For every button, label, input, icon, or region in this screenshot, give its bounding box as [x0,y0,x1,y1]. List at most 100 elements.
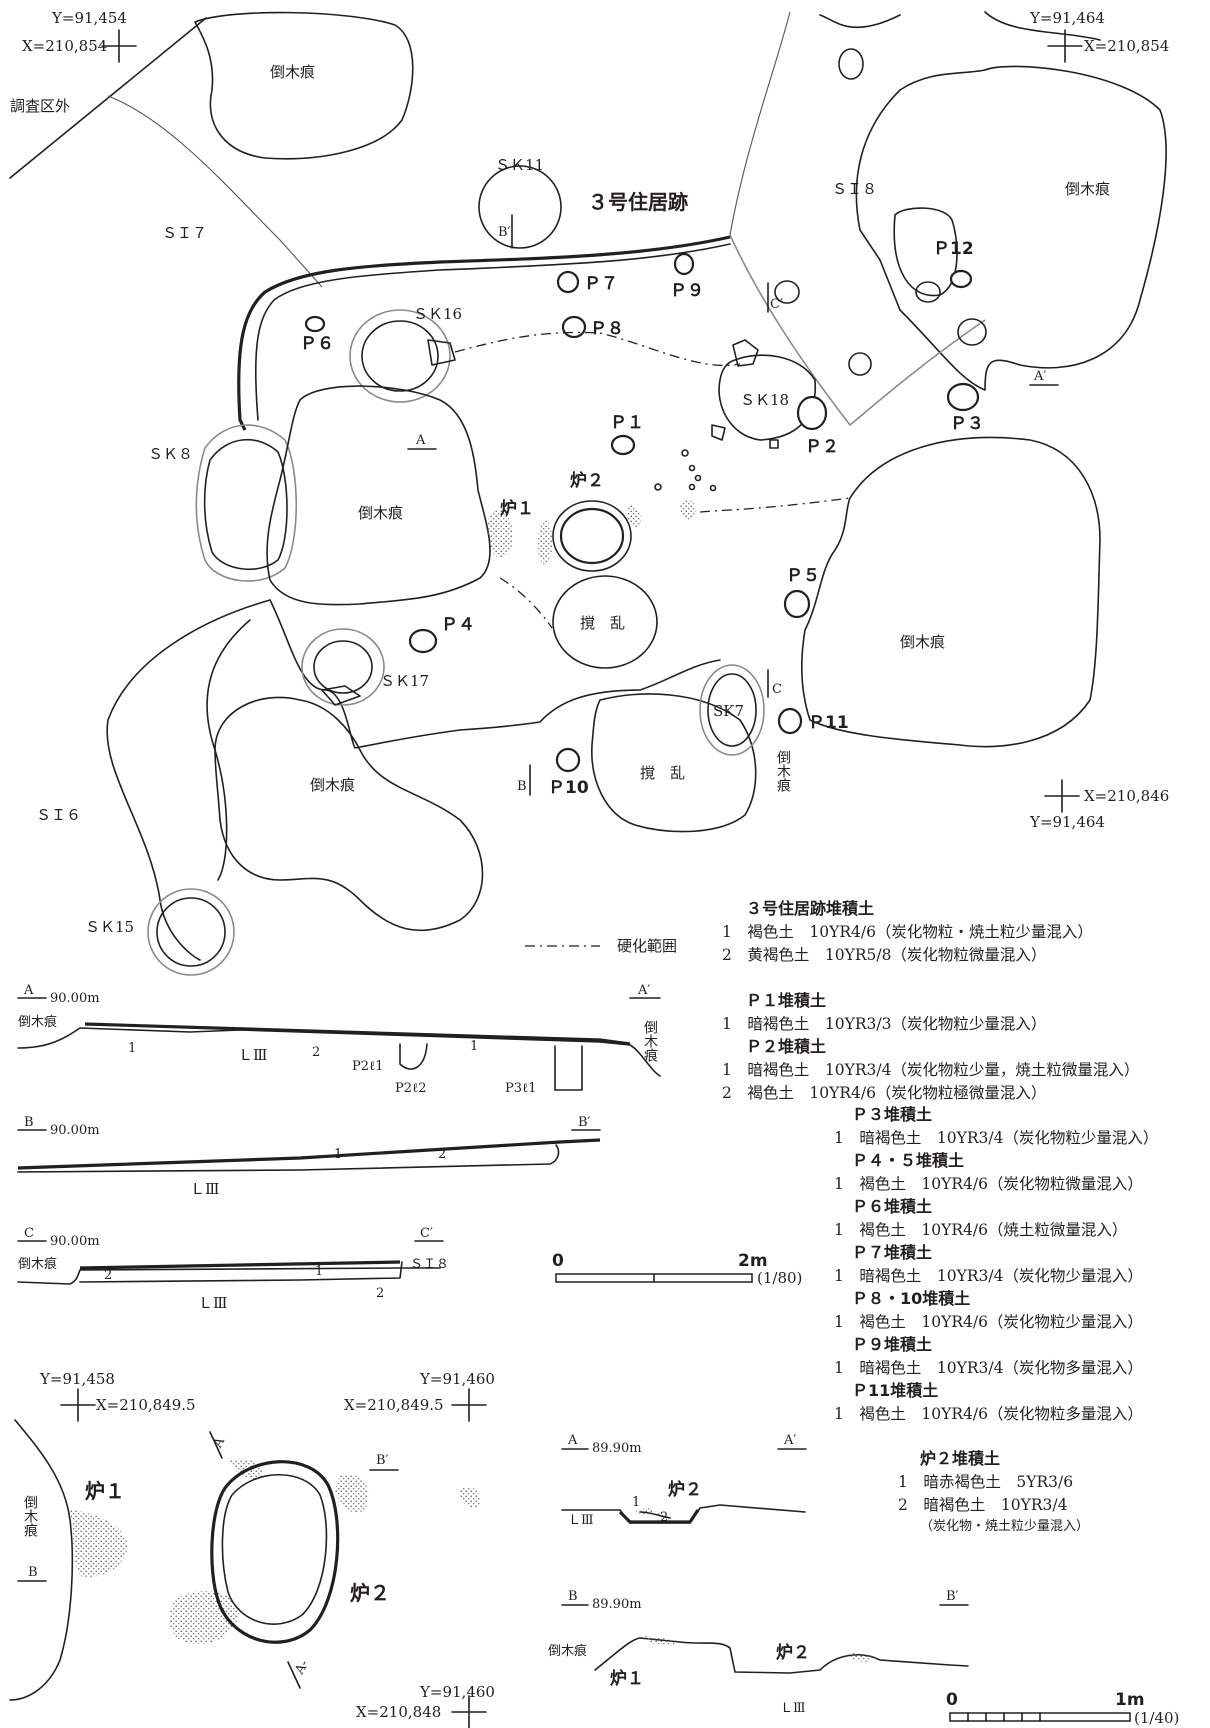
p7-pit [556,270,580,294]
hearth-sec-b-hearth1: 炉１ [610,1668,644,1689]
si8-pit-2 [774,280,800,304]
section-c-plan: C [772,682,782,697]
section-c-surface [79,1260,401,1270]
hearth-sec-b-hearth2: 炉２ [776,1642,810,1663]
section-a-right-label: 倒木痕 [642,1020,658,1062]
coord-br-x: X=210,846 [1084,787,1169,805]
sk8-label: ＳＫ８ [148,445,193,463]
section-b-base [17,1144,560,1173]
hearth-sec-a-hearth-label: 炉２ [668,1479,702,1500]
section-b-base-layer: ＬⅢ [190,1180,219,1198]
legend-hearth2-title: 炉２堆積土 [920,1449,1000,1468]
p6-pit [304,315,326,333]
legend-p45-item-1: 1 褐色土 10YR4/6（炭化物粒微量混入） [834,1175,1143,1193]
detail-burnt-far-right [460,1486,481,1508]
si7-label: ＳＩ７ [162,224,207,242]
detail-hearth2-inner [221,1474,328,1625]
hearth-sec-b-label: B [568,1589,578,1604]
legend-p11-title: Ｐ11堆積土 [852,1381,938,1400]
hearth-sec-a-base-layer: ＬⅢ [568,1513,594,1528]
si8-inner-boundary [729,234,986,427]
sk8-inner [203,439,288,571]
si8-tr-arc [984,11,1101,41]
detail-fallen-tree-label: 倒木痕 [22,1495,38,1537]
fallen-tree-trace-top [194,11,414,160]
section-a-layer-1b: 1 [470,1039,478,1054]
legend-p3-item-1: 1 暗褐色土 10YR3/4（炭化物粒少量混入） [834,1129,1158,1147]
sk17-inner [313,640,373,694]
hearth1-burnt-area [487,510,513,558]
hearth-sec-a-profile [561,1504,806,1524]
hearth-sec-a-end: A′ [783,1433,796,1448]
section-c-prime-plan: C′ [770,297,783,312]
legend-p6-item-1: 1 褐色土 10YR4/6（焼土粒微量混入） [834,1221,1127,1239]
legend-p7-item-1: 1 暗褐色土 10YR3/4（炭化物少量混入） [834,1267,1143,1285]
hearth2-burnt-left [537,520,553,565]
section-c-layer-1: 1 [315,1264,323,1279]
section-b-layer-2: 2 [438,1147,446,1162]
p5-label: Ｐ５ [786,566,820,586]
hardened-extent-line-1 [454,331,741,367]
hearth-sec-a-burnt [635,1508,660,1515]
section-c-layer-2b: 2 [376,1286,384,1301]
sk15-outer [147,888,235,976]
hearth-sec-a-elevation: 89.90m [592,1441,642,1456]
legend-house-item-1: 1 褐色土 10YR4/6（炭化物粒・焼土粒少量混入） [722,923,1093,941]
coord-tr-x: X=210,854 [1084,37,1169,55]
stone-fragments [654,424,779,492]
sk8-outer [195,424,298,582]
sk7-outer [699,664,765,756]
si8-pit-1 [838,48,864,80]
house-wall-inner [254,243,731,421]
grid-cross-tr [1047,29,1083,63]
section-c-label: C [24,1226,34,1241]
house-floor-boundary-lower [269,599,721,749]
house-title: ３号住居跡 [588,190,688,214]
hearth-detail-plan: Y=91,458 X=210,849.5 Y=91,460 X=210,849.… [9,1370,495,1728]
detail-hearth1-label: 炉１ [85,1479,125,1503]
section-b-prime-plan: B′ [498,225,511,240]
disturbed-label-center: 撹 乱 [580,614,625,632]
sk15-inner [156,897,226,967]
hardened-extent-line-2 [499,577,553,629]
detail-section-a-label: A [210,1435,228,1452]
detail-section-b-label: B [28,1565,38,1580]
main-plan: Y=91,454 X=210,854 Y=91,464 X=210,854 X=… [9,9,1169,976]
sk16-stone [427,339,456,366]
detail-hearth2-label: 炉２ [350,1581,390,1605]
detail-section-a-mark [209,1431,223,1459]
legend-p2-item-2: 2 褐色土 10YR4/6（炭化物粒極微量混入） [722,1084,1046,1102]
legend-p1-item-1: 1 暗褐色土 10YR3/3（炭化物粒少量混入） [722,1015,1046,1033]
detail-section-a-dash-mark [287,1661,301,1689]
p6-label: Ｐ６ [300,334,334,354]
sk15-label: ＳＫ15 [85,918,134,936]
si6-channel-inner [206,619,251,881]
p2-label: Ｐ２ [805,437,839,457]
p9-label: Ｐ９ [670,281,704,301]
sk11-outline [478,165,562,249]
legend-hearth2-item-1: 1 暗赤褐色土 5YR3/6 [898,1473,1073,1491]
section-c-right-label: ＳＩ８ [410,1257,449,1272]
p1-pit [610,434,636,456]
hearth-sec-b-burnt-right [850,1652,872,1662]
hearth-sections: A 89.90m A′ 炉２ 1 2 ＬⅢ B 89.90m B′ 倒木痕 炉１… [548,1433,969,1716]
section-a-left-label: 倒木痕 [18,1014,57,1030]
sk16-label: ＳＫ16 [413,305,462,323]
si8-left-line [729,11,791,236]
section-b-end-label: B′ [578,1115,591,1130]
p12-pit [949,269,973,289]
si8-pit-3 [848,352,872,376]
p8-pit [561,315,587,339]
si7-boundary [107,95,323,288]
detail-coord-tr-y: Y=91,460 [419,1370,495,1388]
sk17-stone [321,685,361,706]
fallen-tree-label-lower-left: 倒木痕 [310,776,355,794]
legend-p810-title: Ｐ８・10堆積土 [852,1289,970,1308]
sk11-label: ＳＫ11 [495,156,544,174]
legend-p7-title: Ｐ７堆積土 [852,1243,932,1262]
detail-section-a-dash-label: A- [292,1658,312,1678]
si8-top-arc [819,14,901,29]
legend-p11-item-1: 1 褐色土 10YR4/6（炭化物粒多量混入） [834,1405,1143,1423]
section-c-base [79,1261,403,1283]
